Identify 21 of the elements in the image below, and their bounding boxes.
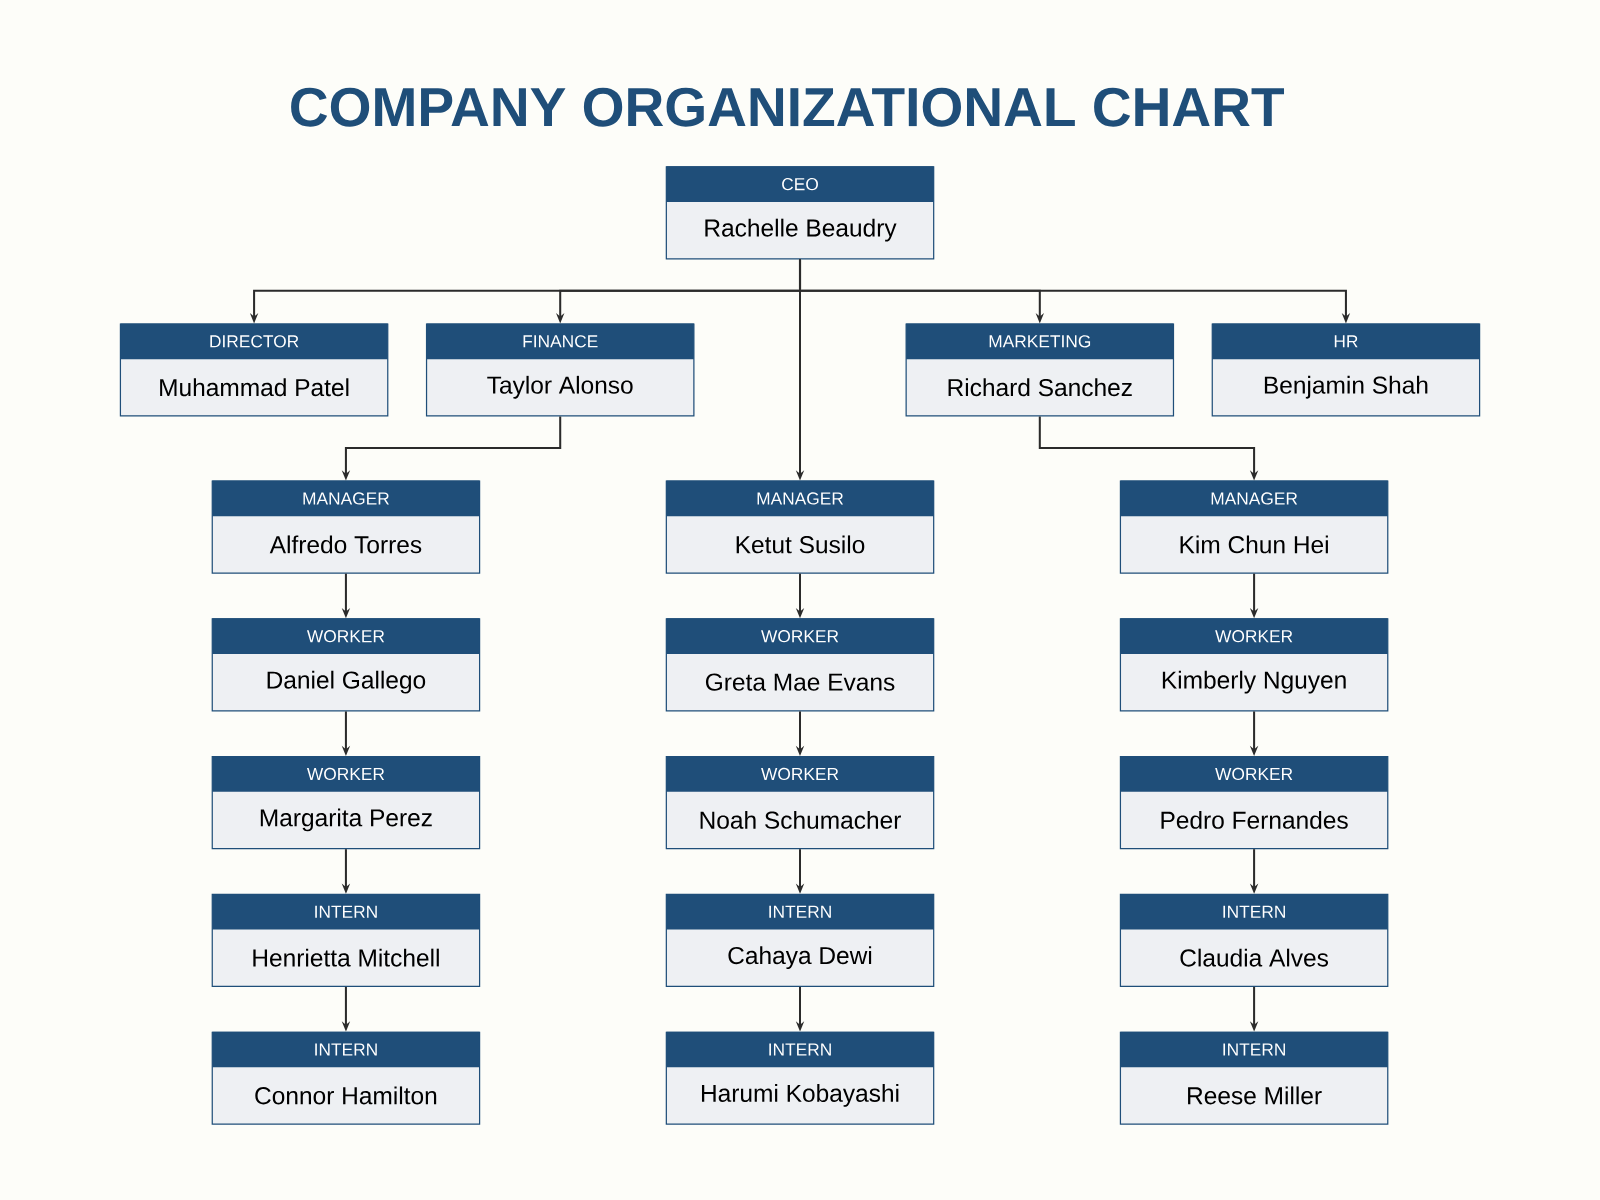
role-box: FINANCE Taylor Alonso — [425, 323, 695, 417]
role-box: INTERN Cahaya Dewi — [665, 893, 935, 987]
role-box: INTERN Harumi Kobayashi — [665, 1031, 935, 1125]
role-box: DIRECTOR Muhammad Patel — [119, 323, 389, 417]
role-box: WORKER Daniel Gallego — [211, 618, 481, 712]
role-box: WORKER Pedro Fernandes — [1119, 756, 1389, 850]
role-box: INTERN Reese Miller — [1119, 1031, 1389, 1125]
title: COMPANY ORGANIZATIONAL CHART — [291, 87, 1284, 127]
role-box: MANAGER Kim Chun Hei — [1119, 480, 1389, 574]
role-box: WORKER Kimberly Nguyen — [1119, 618, 1389, 712]
role-box: INTERN Claudia Alves — [1119, 893, 1389, 987]
role-box: HR Benjamin Shah — [1211, 323, 1481, 417]
role-box: MANAGER Ketut Susilo — [665, 480, 935, 574]
role-box: INTERN Connor Hamilton — [211, 1031, 481, 1125]
role-box: CEO Rachelle Beaudry — [665, 166, 935, 260]
role-box: INTERN Henrietta Mitchell — [211, 893, 481, 987]
role-box: WORKER Greta Mae Evans — [665, 618, 935, 712]
role-box: WORKER Noah Schumacher — [665, 756, 935, 850]
role-box: MARKETING Richard Sanchez — [905, 323, 1175, 417]
role-box: MANAGER Alfredo Torres — [211, 480, 481, 574]
role-box: WORKER Margarita Perez — [211, 756, 481, 850]
